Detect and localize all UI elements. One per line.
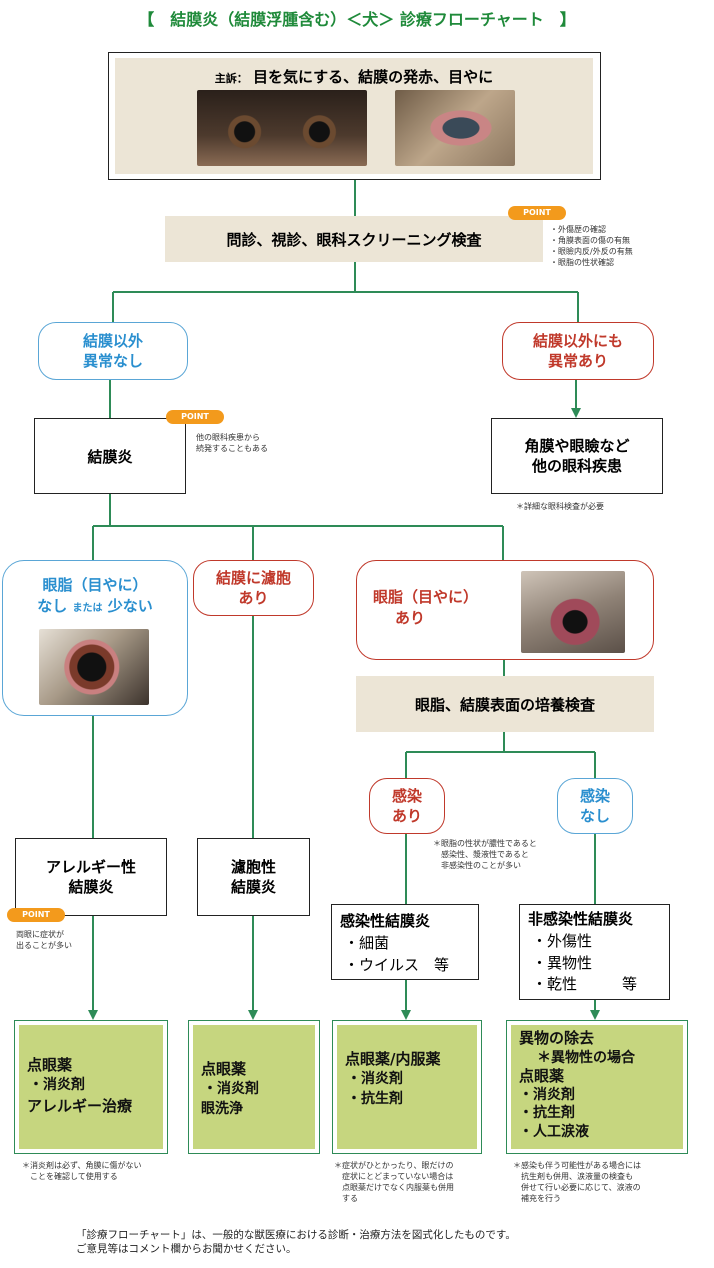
conjunctivitis-notes: 他の眼科疾患から続発することもある bbox=[196, 433, 268, 453]
treatment-noninfectious-box: 異物の除去 ＊異物性の場合 点眼薬 ・消炎剤 ・抗生剤 ・人工涙液 bbox=[506, 1020, 688, 1154]
point-badge: POINT bbox=[166, 410, 224, 424]
follicular-conjunctivitis-box: 濾胞性結膜炎 bbox=[197, 838, 310, 916]
screening-notes: ・外傷歴の確認 ・角膜表面の傷の有無 ・眼瞼内反/外反の有無 ・眼脂の性状確認 bbox=[550, 225, 633, 267]
noninfectious-conjunctivitis-box: 非感染性結膜炎 ・外傷性 ・異物性 ・乾性 等 bbox=[519, 904, 670, 1000]
branch-no-other-abnormality: 結膜以外異常なし bbox=[38, 322, 188, 380]
screening-text: 問診、視診、眼科スクリーニング検査 bbox=[226, 230, 482, 249]
culture-test-box: 眼脂、結膜表面の培養検査 bbox=[356, 676, 654, 732]
eye-discharge-photo bbox=[521, 571, 625, 653]
dog-eyes-photo bbox=[197, 90, 367, 166]
treatment-follicular-box: 点眼薬 ・消炎剤 眼洗浄 bbox=[188, 1020, 320, 1154]
point-badge: POINT bbox=[7, 908, 65, 922]
treatment-infectious-notes: ＊症状がひとかったり、眼だけの 症状にとどまっていない場合は 点眼薬だけでなく内… bbox=[334, 1161, 454, 1203]
follicle-present-box: 結膜に濾胞あり bbox=[193, 560, 314, 616]
screening-box: 問診、視診、眼科スクリーニング検査 bbox=[165, 216, 543, 262]
infection-present-box: 感染あり bbox=[369, 778, 445, 834]
treatment-allergic-box: 点眼薬 ・消炎剤 アレルギー治療 bbox=[14, 1020, 168, 1154]
allergic-notes: 両眼に症状が出ることが多い bbox=[16, 930, 72, 950]
chief-complaint-box: 主訴： 目を気にする、結膜の発赤、目やに bbox=[108, 52, 601, 180]
other-eye-disease-box: 角膜や眼瞼など他の眼科疾患 bbox=[491, 418, 663, 494]
discharge-present-box: 眼脂（目やに） あり bbox=[356, 560, 654, 660]
infectious-conjunctivitis-box: 感染性結膜炎 ・細菌 ・ウイルス 等 bbox=[331, 904, 479, 980]
point-badge: POINT bbox=[508, 206, 566, 220]
treatment-noninfectious-notes: ＊感染も伴う可能性がある場合には 抗生剤も併用、涙液量の検査も 併せて行い必要に… bbox=[513, 1161, 641, 1203]
page-title: 【 結膜炎（結膜浮腫含む）＜犬＞ 診療フローチャート 】 bbox=[138, 10, 576, 29]
discharge-none-box: 眼脂（目やに） なし または 少ない bbox=[2, 560, 188, 716]
infection-absent-box: 感染なし bbox=[557, 778, 633, 834]
infection-note: ＊眼脂の性状が膿性であると 感染性、漿液性であると 非感染性のことが多い bbox=[433, 839, 537, 870]
footer-note: 「診療フローチャート」は、一般的な獣医療における診断・治療方法を図式化したもので… bbox=[76, 1229, 516, 1255]
treatment-allergic-notes: ＊消炎剤は必ず、角膜に傷がない ことを確認して使用する bbox=[22, 1161, 142, 1181]
conjunctivitis-box: 結膜炎 bbox=[34, 418, 186, 494]
chief-complaint-label: 主訴： bbox=[214, 72, 248, 85]
eye-closeup-photo bbox=[395, 90, 515, 166]
chief-complaint-text: 目を気にする、結膜の発赤、目やに bbox=[253, 68, 494, 86]
allergic-conjunctivitis-box: アレルギー性結膜炎 bbox=[15, 838, 167, 916]
treatment-infectious-box: 点眼薬/内服薬 ・消炎剤 ・抗生剤 bbox=[332, 1020, 482, 1154]
other-disease-note: ＊詳細な眼科検査が必要 bbox=[516, 502, 604, 511]
eye-no-discharge-photo bbox=[39, 629, 149, 705]
branch-other-abnormality: 結膜以外にも異常あり bbox=[502, 322, 654, 380]
